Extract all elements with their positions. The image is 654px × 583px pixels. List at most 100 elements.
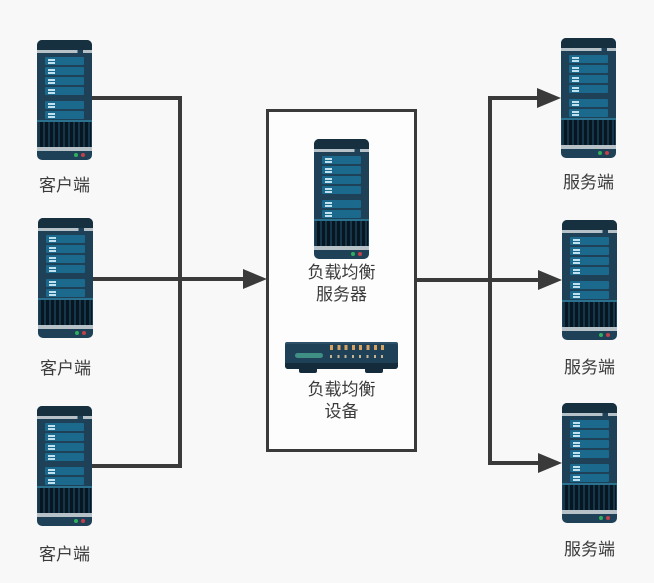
tower-drive-bay (46, 255, 85, 263)
connector-client3-to-bus (92, 464, 182, 468)
tower-drive-bay (46, 289, 85, 297)
tower-vent-grille (39, 300, 92, 325)
tower-drive-bay (570, 257, 609, 265)
tower-drive-bay (570, 440, 609, 448)
tower-drive-bay (45, 423, 84, 431)
red-led-icon (358, 252, 362, 256)
server-label-3: 服务端 (564, 540, 615, 559)
tower-drive-bay (570, 267, 609, 275)
appliance-led-row-top (330, 345, 388, 350)
tower-drive-bay (45, 477, 84, 485)
tower-top-cap (562, 220, 617, 230)
tower-divider (37, 486, 92, 488)
tower-drive-bay (322, 176, 361, 184)
tower-silver-trim (314, 149, 369, 152)
tower-silver-trim (561, 48, 616, 51)
tower-drive-bay (569, 75, 608, 83)
tower-silver-strip (37, 147, 92, 151)
tower-divider (314, 219, 369, 221)
tower-divider (562, 483, 617, 485)
green-led-icon (599, 333, 603, 337)
tower-divider (38, 298, 93, 300)
server-tower-icon (37, 40, 92, 160)
connector-client1-to-bus (92, 96, 182, 100)
arrowhead-into-server2-icon (538, 270, 562, 290)
tower-top-cap (37, 40, 92, 50)
arrowhead-into-server1-icon (537, 88, 561, 108)
tower-silver-trim (562, 230, 617, 233)
tower-drive-bay (46, 265, 85, 273)
tower-divider (37, 120, 92, 122)
server-tower-icon (562, 403, 617, 523)
tower-drive-bay (570, 474, 609, 482)
tower-vent-grille (38, 488, 91, 513)
tower-silver-trim (562, 413, 617, 416)
server-label-2: 服务端 (564, 358, 615, 377)
green-led-icon (74, 153, 78, 157)
tower-top-cap (314, 139, 369, 149)
tower-drive-bay (45, 467, 84, 475)
red-led-icon (82, 331, 86, 335)
tower-drive-bay (569, 55, 608, 63)
tower-drive-bay (45, 433, 84, 441)
tower-top-cap (561, 38, 616, 48)
tower-vent-grille (315, 221, 368, 246)
tower-drive-bay (322, 156, 361, 164)
tower-top-cap (37, 406, 92, 416)
tower-divider (561, 118, 616, 120)
tower-drive-bay (569, 85, 608, 93)
connector-bus-to-server3 (490, 461, 539, 465)
tower-silver-strip (37, 513, 92, 517)
tower-drive-bay (46, 279, 85, 287)
tower-drive-bay (45, 453, 84, 461)
tower-drive-bay (570, 450, 609, 458)
connector-bus-to-server1 (490, 96, 538, 100)
red-led-icon (606, 333, 610, 337)
tower-silver-strip (314, 246, 369, 250)
lb-server-label-line2: 服务器 (316, 285, 367, 304)
tower-drive-bay (45, 101, 84, 109)
tower-drive-bay (570, 247, 609, 255)
tower-drive-bay (570, 291, 609, 299)
appliance-foot (365, 369, 383, 373)
server-tower-icon (314, 139, 369, 259)
appliance-vent-slot (295, 353, 323, 358)
connector-right-bus (488, 96, 492, 465)
tower-drive-bay (45, 57, 84, 65)
server-tower-icon (37, 406, 92, 526)
client-label-3: 客户端 (39, 545, 90, 564)
green-led-icon (74, 519, 78, 523)
tower-top-cap (562, 403, 617, 413)
tower-drive-bay (570, 281, 609, 289)
tower-drive-bay (569, 109, 608, 117)
tower-drive-bay (570, 420, 609, 428)
client-label-2: 客户端 (40, 359, 91, 378)
red-led-icon (605, 151, 609, 155)
red-led-icon (606, 516, 610, 520)
tower-drive-bay (322, 210, 361, 218)
tower-drive-bay (45, 87, 84, 95)
tower-drive-bay (45, 443, 84, 451)
server-label-1: 服务端 (563, 173, 614, 192)
tower-drive-bay (45, 111, 84, 119)
tower-drive-bay (45, 67, 84, 75)
tower-drive-bay (322, 186, 361, 194)
tower-divider (562, 300, 617, 302)
tower-vent-grille (562, 120, 615, 145)
tower-drive-bay (46, 245, 85, 253)
tower-silver-trim (37, 416, 92, 419)
tower-silver-trim (38, 228, 93, 231)
tower-silver-strip (38, 325, 93, 329)
server-tower-icon (561, 38, 616, 158)
tower-silver-strip (562, 327, 617, 331)
connector-left-bus (178, 96, 182, 468)
lb-device-label-line2: 设备 (324, 402, 359, 421)
tower-top-cap (38, 218, 93, 228)
green-led-icon (599, 516, 603, 520)
arrowhead-into-box-icon (243, 269, 267, 289)
arrowhead-into-server3-icon (538, 453, 562, 473)
tower-silver-strip (562, 510, 617, 514)
tower-drive-bay (45, 77, 84, 85)
tower-silver-trim (37, 50, 92, 53)
